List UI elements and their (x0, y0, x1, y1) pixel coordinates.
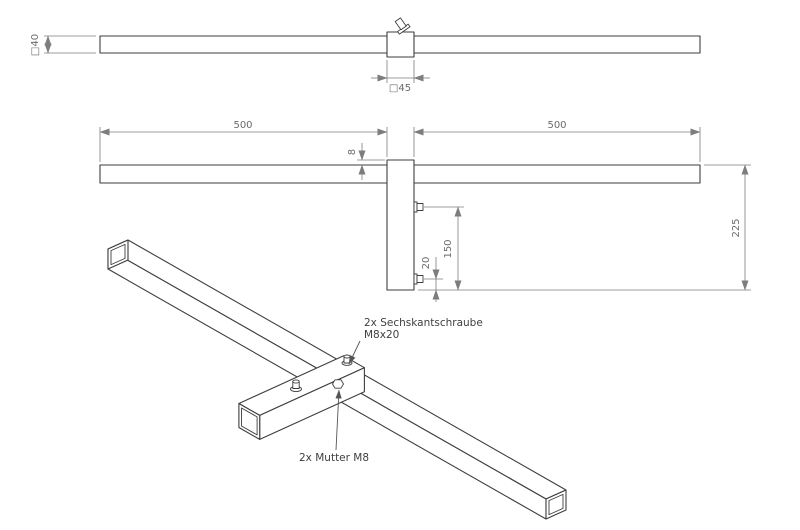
dimension-text-500-right: 500 (547, 120, 566, 131)
dimension-text-8: 8 (347, 149, 358, 155)
top-view: □40 □45 (30, 17, 701, 94)
post-end-wall (241, 407, 258, 436)
screw-label-line2: M8x20 (364, 329, 399, 341)
dimension-text-sq45: □45 (389, 83, 411, 94)
screw-head-top-icon (343, 354, 351, 359)
post-bolt-upper-icon (413, 201, 424, 213)
dimension-text-20: 20 (421, 257, 432, 270)
dimension-text-225: 225 (731, 218, 742, 237)
dimension-text-sq40: □40 (30, 34, 41, 56)
bolt-head-icon (394, 17, 407, 31)
bolt-head-icon (416, 275, 424, 283)
sleeve-top-view (386, 31, 415, 58)
post-bolt-lower-icon (413, 273, 424, 285)
front-view: 500 500 8 150 20 225 (99, 120, 751, 302)
crossbar-left-end-wall (110, 243, 126, 266)
post-front-view (386, 159, 415, 291)
clamp-bolt-icon (394, 17, 411, 35)
extension-lines-sq40 (44, 35, 96, 54)
post-screw-icon (290, 379, 302, 393)
screw-label-line1: 2x Sechskantschraube (364, 317, 483, 329)
nut-label: 2x Mutter M8 (299, 452, 369, 464)
crossbar-right-end-wall (548, 493, 564, 516)
screw-head-top-icon (292, 379, 300, 384)
dimension-text-150: 150 (443, 239, 454, 258)
bolt-head-icon (416, 203, 424, 211)
nut-icon (332, 379, 344, 389)
screw-leader-line (348, 340, 361, 365)
extension-lines-20 (424, 278, 443, 290)
extension-lines-225 (418, 164, 751, 291)
iso-view: 2x Sechskantschraube M8x20 2x Mutter M8 (107, 239, 567, 520)
extension-lines-sq45 (386, 60, 415, 83)
nut-leader-line (335, 389, 342, 451)
dimension-text-500-left: 500 (233, 120, 252, 131)
